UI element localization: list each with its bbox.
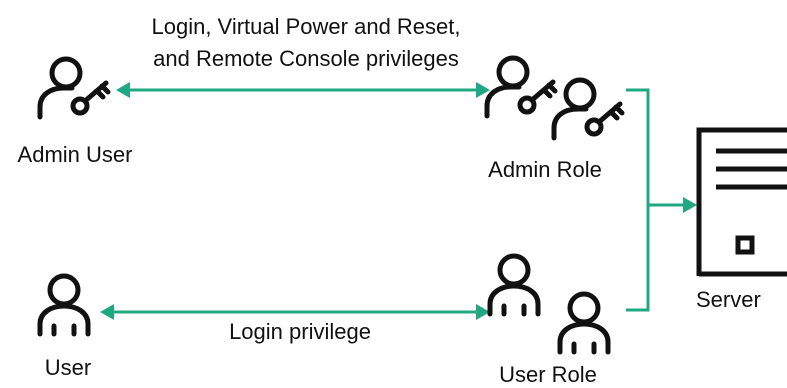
server-label: Server [696,287,761,312]
user-connector-left-arrow [100,304,114,320]
user-privileges-label: Login privilege [229,319,371,344]
admin-role-person-key-icon [554,80,622,138]
user-role-person-icon [490,256,538,314]
admin-connector-left-arrow [116,82,130,98]
admin-privileges-label: Login, Virtual Power and Reset, and Remo… [120,14,492,78]
admin-role-person-key-icon [487,58,555,116]
admin-privileges-line1: Login, Virtual Power and Reset, [151,14,461,39]
admin-role-label: Admin Role [488,157,602,182]
user-role-person-icon [560,294,608,352]
admin-user-label: Admin User [17,142,133,167]
user-role-label: User Role [499,362,597,387]
admin-user-icon [40,59,108,117]
user-connector-right-arrow [476,304,490,320]
admin-role-icon [487,58,622,138]
admin-role-to-server-connector [626,88,650,205]
server-connector-arrow [683,197,697,213]
user-role-to-server-connector [626,205,650,312]
user-role-icon [490,256,608,352]
admin-privileges-line2: and Remote Console privileges [153,46,459,71]
server-icon [696,127,787,277]
connectors [100,82,697,320]
user-label: User [44,355,92,380]
user-icon [40,276,88,334]
admin-connector-right-arrow [476,82,490,98]
